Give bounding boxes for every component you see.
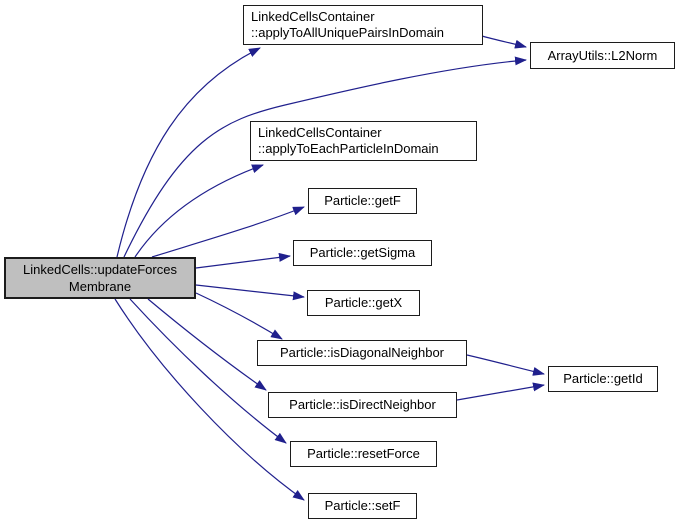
edge-isDiagonalNeighbor-getId: [466, 354, 545, 376]
edge-updateForcesMembrane-getX: [195, 284, 305, 301]
edge-updateForcesMembrane-isDiagonalNeighbor: [195, 292, 283, 340]
node-particle-isdirectneighbor[interactable]: Particle::isDirectNeighbor: [268, 392, 457, 418]
node-particle-getf[interactable]: Particle::getF: [308, 188, 417, 214]
node-particle-isdiagonalneighbor[interactable]: Particle::isDiagonalNeighbor: [257, 340, 467, 366]
node-applytoeachparticleindomain[interactable]: LinkedCellsContainer ::applyToEachPartic…: [250, 121, 477, 161]
edge-updateForcesMembrane-resetForce: [129, 298, 287, 444]
edge-updateForcesMembrane-applyToEachParticleInDomain: [134, 164, 264, 258]
node-particle-getid[interactable]: Particle::getId: [548, 366, 658, 392]
edge-updateForcesMembrane-applyToAllUniquePairsInDomain: [116, 47, 261, 258]
edge-updateForcesMembrane-getF: [151, 206, 305, 258]
node-particle-getx[interactable]: Particle::getX: [307, 290, 420, 316]
edge-updateForcesMembrane-setF: [114, 298, 305, 501]
node-linkedcells-updateforcesmembrane: LinkedCells::updateForces Membrane: [4, 257, 196, 299]
node-arrayutils-l2norm[interactable]: ArrayUtils::L2Norm: [530, 42, 675, 69]
edge-updateForcesMembrane-L2Norm: [123, 56, 527, 258]
node-particle-setf[interactable]: Particle::setF: [308, 493, 417, 519]
edge-updateForcesMembrane-getSigma: [195, 252, 291, 269]
node-applytoalluniquepairsindomain[interactable]: LinkedCellsContainer ::applyToAllUniqueP…: [243, 5, 483, 45]
node-particle-getsigma[interactable]: Particle::getSigma: [293, 240, 432, 266]
edge-isDirectNeighbor-getId: [456, 382, 545, 401]
edge-applyToAllUniquePairsInDomain-L2Norm: [481, 35, 527, 49]
node-particle-resetforce[interactable]: Particle::resetForce: [290, 441, 437, 467]
edge-updateForcesMembrane-isDirectNeighbor: [147, 298, 267, 391]
